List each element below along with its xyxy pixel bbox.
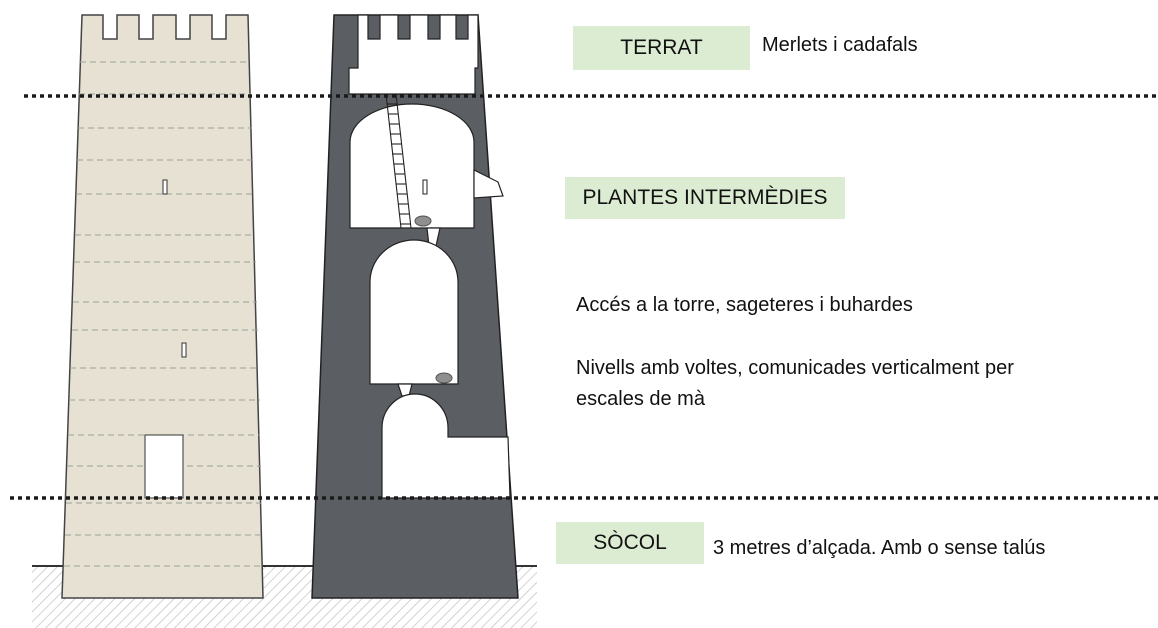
section-arrow-slit <box>422 179 428 195</box>
terrat-description: Merlets i cadafals <box>762 34 918 56</box>
masonry-courses <box>64 61 262 567</box>
entrance-door <box>144 434 184 499</box>
tower-cross-section <box>311 14 519 599</box>
stone-upper <box>414 215 432 227</box>
upper-vault-room <box>349 103 475 229</box>
tower-exterior-body <box>61 14 264 599</box>
lower-vault-room <box>381 393 511 499</box>
terrat-label: TERRAT <box>573 26 750 70</box>
middle-vault-room <box>369 239 459 385</box>
plantes-description-levels-line2: escales de mà <box>576 388 705 410</box>
arrow-slit-lower <box>181 342 187 358</box>
stone-lower <box>435 372 453 384</box>
tower-exterior-elevation <box>61 14 264 599</box>
plantes-description-levels-line1: Nivells amb voltes, comunicades vertical… <box>576 357 1014 379</box>
section-battlements <box>348 14 479 95</box>
plantes-intermedies-label: PLANTES INTERMÈDIES <box>565 177 845 219</box>
plantes-description-access: Accés a la torre, sageteres i buhardes <box>576 294 913 316</box>
socol-label: SÒCOL <box>556 522 704 564</box>
side-window <box>473 169 504 199</box>
arrow-slit-upper <box>162 179 168 195</box>
ladder <box>385 93 412 229</box>
socol-description: 3 metres d’alçada. Amb o sense talús <box>713 537 1046 559</box>
